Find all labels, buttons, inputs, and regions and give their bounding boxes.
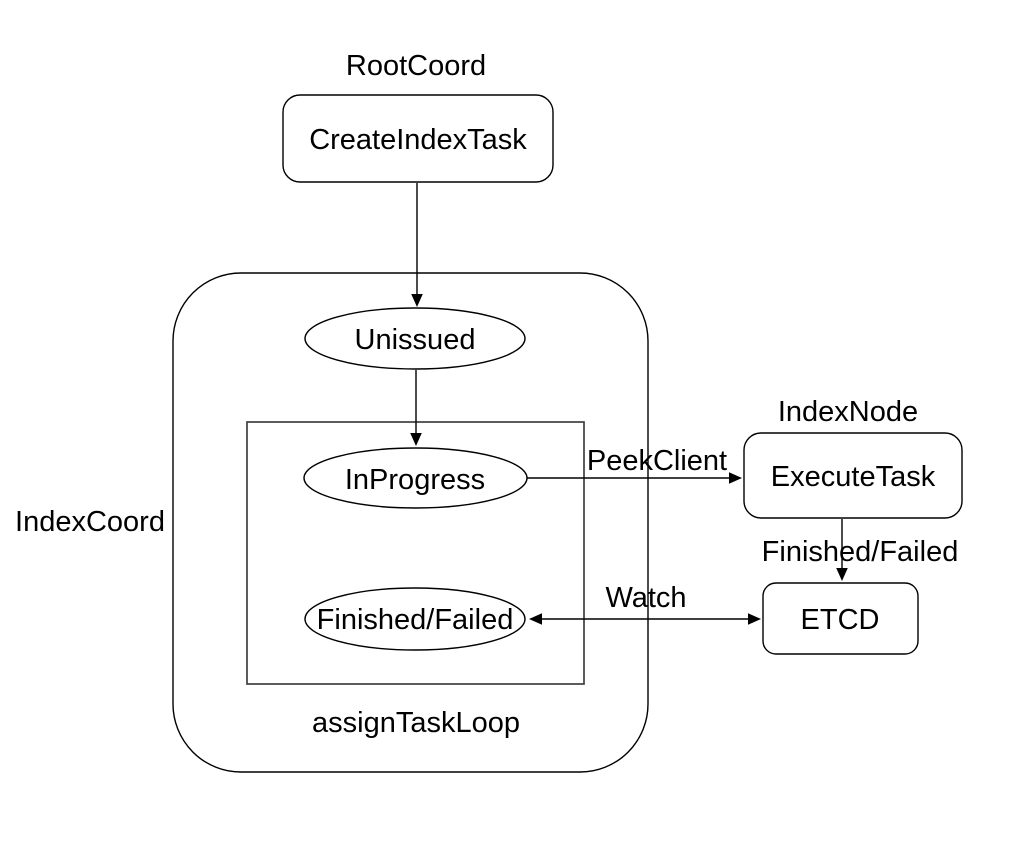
arrow-watch-etcd-finishedfailed [529,613,761,625]
root-coord-label: RootCoord [346,50,486,82]
arrow-executetask-to-etcd [836,519,848,581]
arrow-inprogress-to-executetask [527,472,742,484]
arrow-head-down-icon [411,294,423,307]
in-progress-label: InProgress [345,464,485,496]
create-index-task-node: CreateIndexTask [282,94,554,183]
index-node-label: IndexNode [778,396,918,428]
in-progress-state: InProgress [303,447,528,509]
arrow-unissued-to-inprogress [410,370,422,446]
index-coord-label: IndexCoord [15,506,165,538]
watch-edge-label: Watch [605,582,686,614]
finished-failed-label: Finished/Failed [317,604,514,636]
arrow-head-right-icon [748,613,761,625]
create-index-task-box [282,94,554,183]
arrow-head-down-icon [836,568,848,581]
arrow-head-right-icon [729,472,742,484]
finished-failed-ellipse [304,587,526,651]
arrow-createindextask-to-unissued [411,183,423,307]
execute-task-box [743,432,963,519]
arrow-head-down-icon [410,433,422,446]
unissued-ellipse [304,307,526,370]
unissued-label: Unissued [355,324,476,356]
finished-failed-edge-label: Finished/Failed [762,536,959,568]
unissued-state: Unissued [304,307,526,370]
finished-failed-state: Finished/Failed [304,587,526,651]
assign-task-loop-label: assignTaskLoop [312,707,520,739]
arrow-head-left-icon [529,613,542,625]
execute-task-node: ExecuteTask [743,432,963,519]
etcd-node: ETCD [762,582,919,655]
create-index-task-label: CreateIndexTask [309,124,527,156]
execute-task-label: ExecuteTask [771,461,936,493]
etcd-label: ETCD [801,604,880,636]
etcd-box [762,582,919,655]
peek-client-edge-label: PeekClient [587,445,727,477]
